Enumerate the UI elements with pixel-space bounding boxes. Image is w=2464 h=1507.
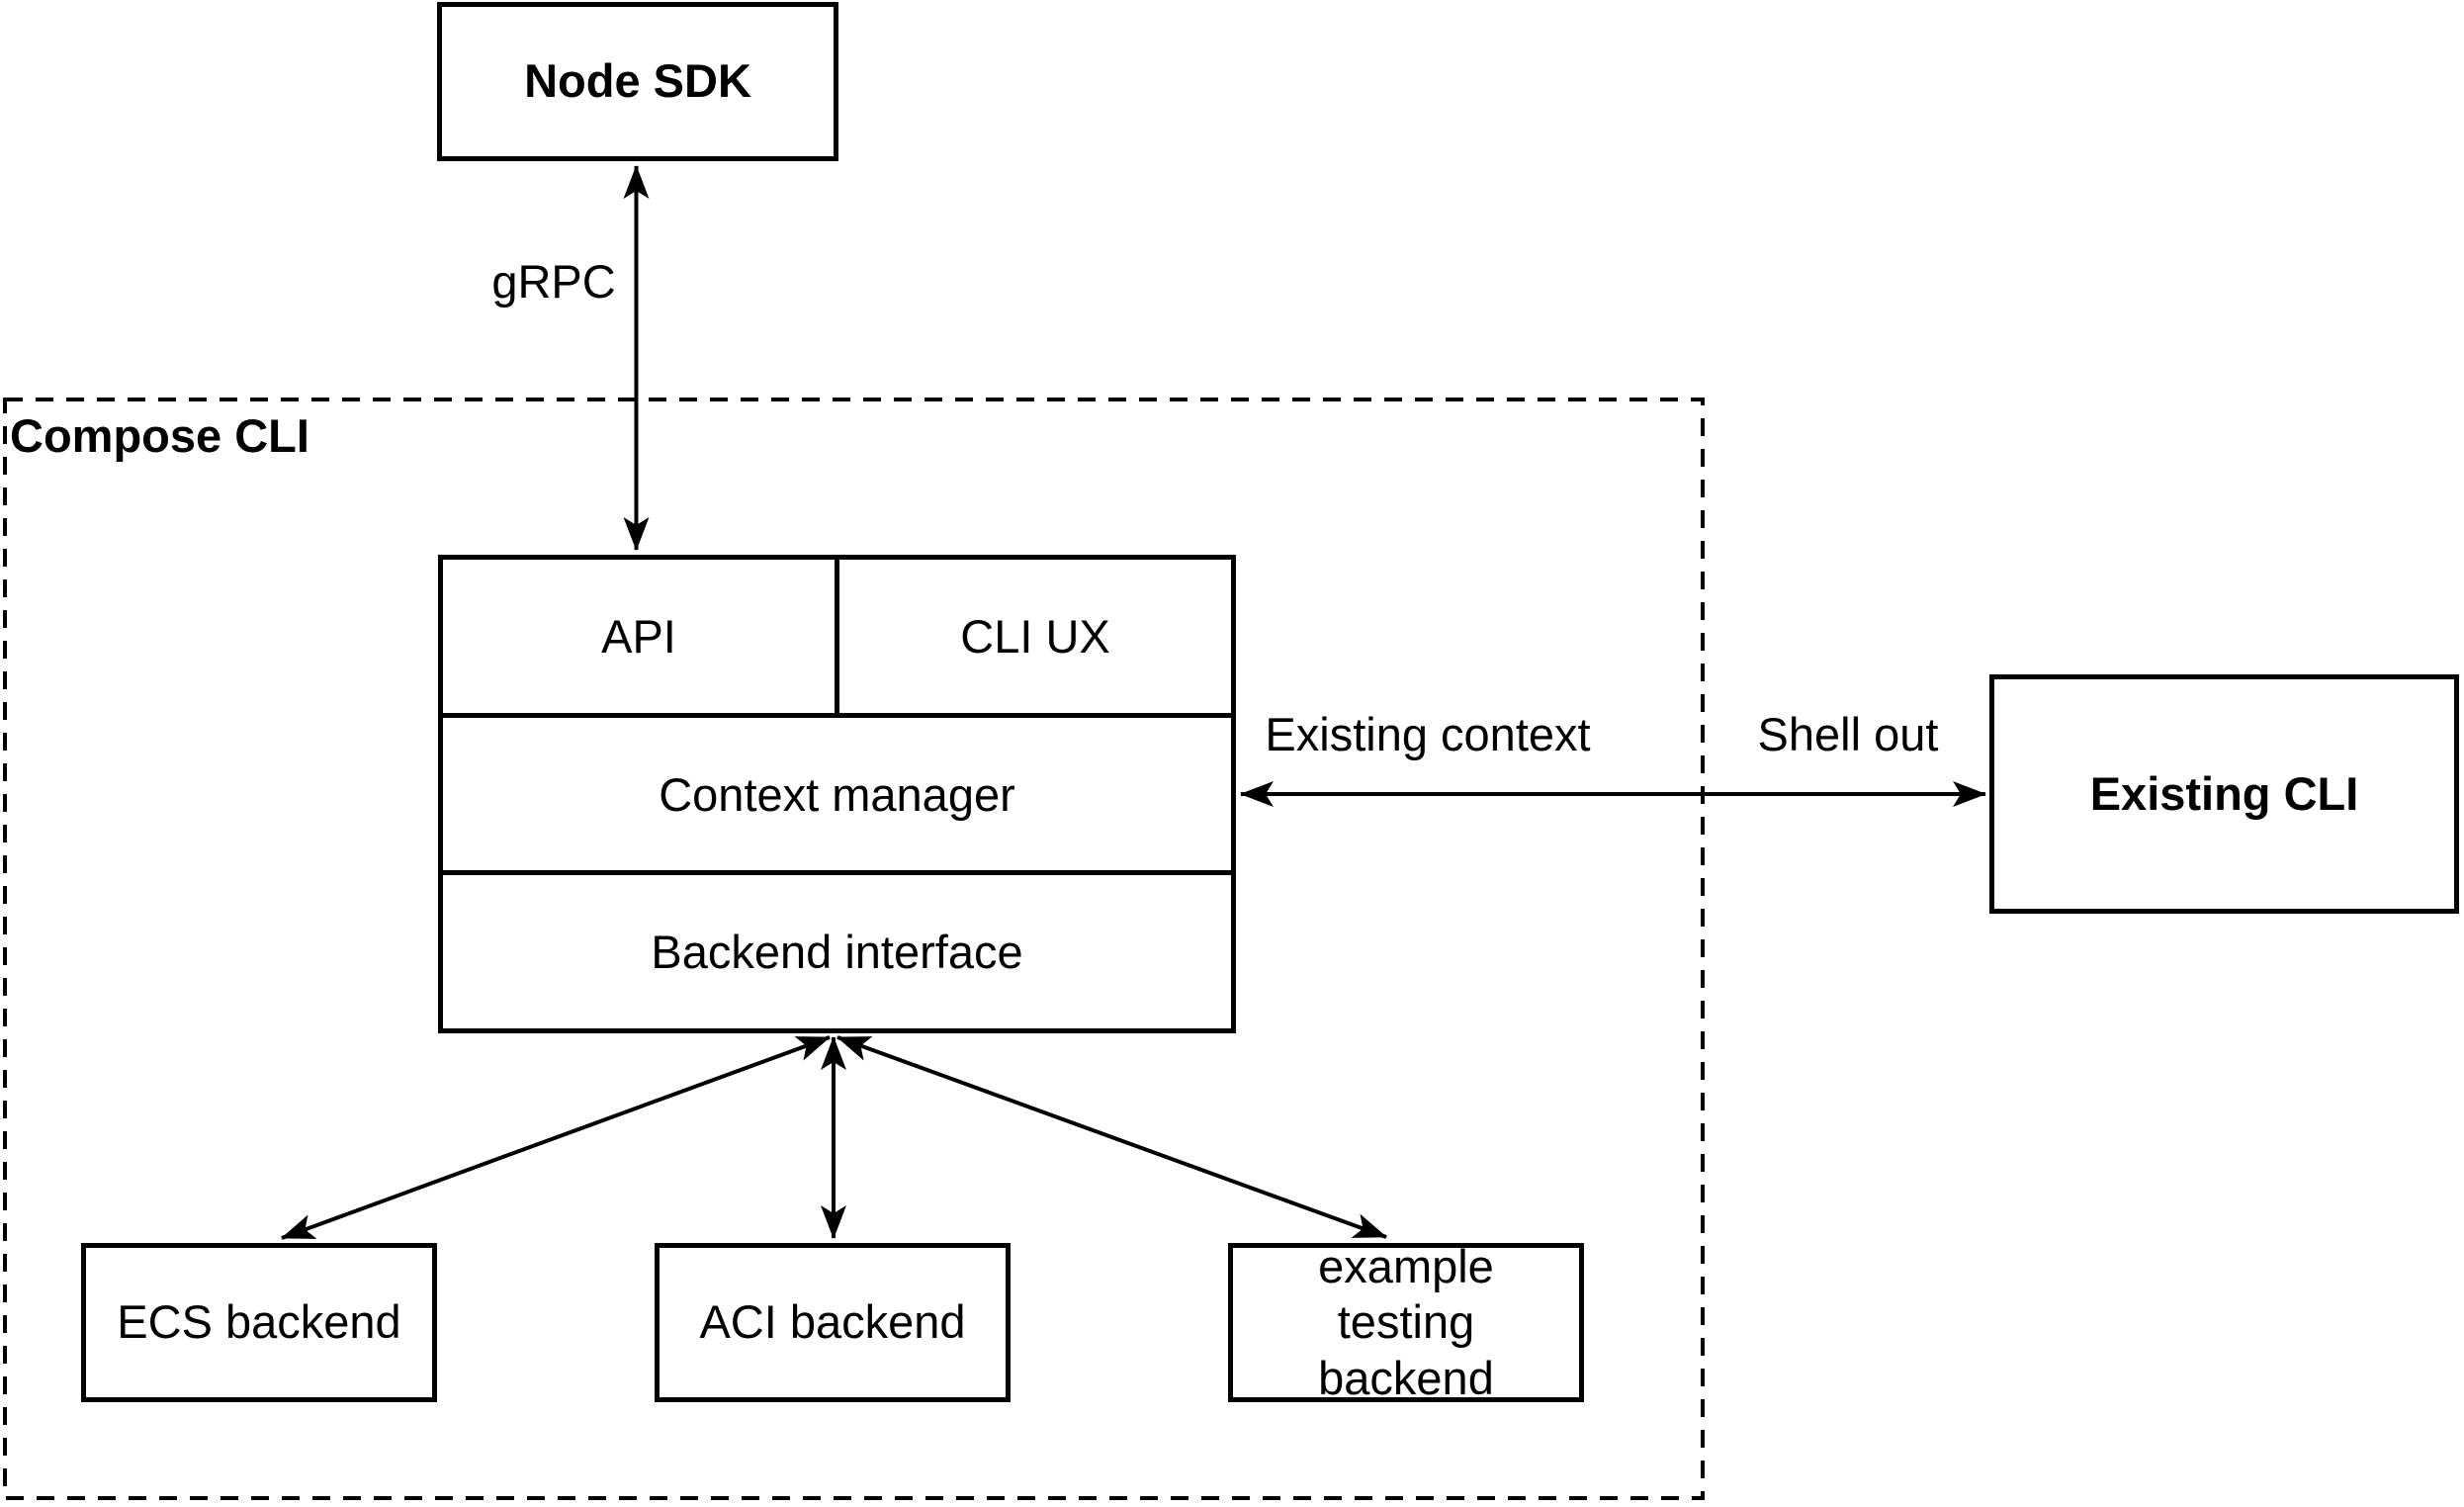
backend-interface-label: Backend interface bbox=[651, 926, 1023, 979]
node-sdk-label: Node SDK bbox=[524, 54, 751, 108]
ecs-backend-label: ECS backend bbox=[117, 1295, 401, 1349]
ecs-backend-box: ECS backend bbox=[81, 1243, 437, 1402]
shell-out-edge-label: Shell out bbox=[1757, 708, 1939, 760]
existing-context-edge-label: Existing context bbox=[1265, 708, 1591, 760]
grpc-edge-label: gRPC bbox=[491, 255, 616, 308]
backend-interface-row: Backend interface bbox=[443, 870, 1231, 1028]
compose-cli-group-label: Compose CLI bbox=[10, 409, 309, 462]
backend-interface-cell: Backend interface bbox=[443, 875, 1231, 1028]
cli-stack-top-row: API CLI UX bbox=[443, 560, 1231, 713]
ecs-backend-arrow bbox=[281, 1035, 831, 1240]
context-manager-row: Context manager bbox=[443, 712, 1231, 871]
example-backend-arrow bbox=[836, 1035, 1387, 1239]
example-testing-backend-label: example testing backend bbox=[1318, 1239, 1494, 1404]
existing-cli-box: Existing CLI bbox=[1989, 674, 2459, 914]
cli-ux-label: CLI UX bbox=[960, 609, 1110, 663]
node-sdk-box: Node SDK bbox=[437, 2, 838, 161]
context-manager-cell: Context manager bbox=[443, 718, 1231, 871]
cli-ux-cell: CLI UX bbox=[835, 560, 1231, 713]
existing-cli-label: Existing CLI bbox=[2089, 766, 2359, 820]
api-cell: API bbox=[443, 560, 835, 713]
context-manager-label: Context manager bbox=[659, 767, 1015, 821]
aci-backend-label: ACI backend bbox=[699, 1295, 966, 1349]
api-label: API bbox=[601, 609, 676, 663]
example-testing-backend-box: example testing backend bbox=[1228, 1240, 1584, 1404]
aci-backend-box: ACI backend bbox=[655, 1243, 1011, 1402]
cli-stack-box: API CLI UX Context manager Backend inter… bbox=[438, 555, 1236, 1033]
